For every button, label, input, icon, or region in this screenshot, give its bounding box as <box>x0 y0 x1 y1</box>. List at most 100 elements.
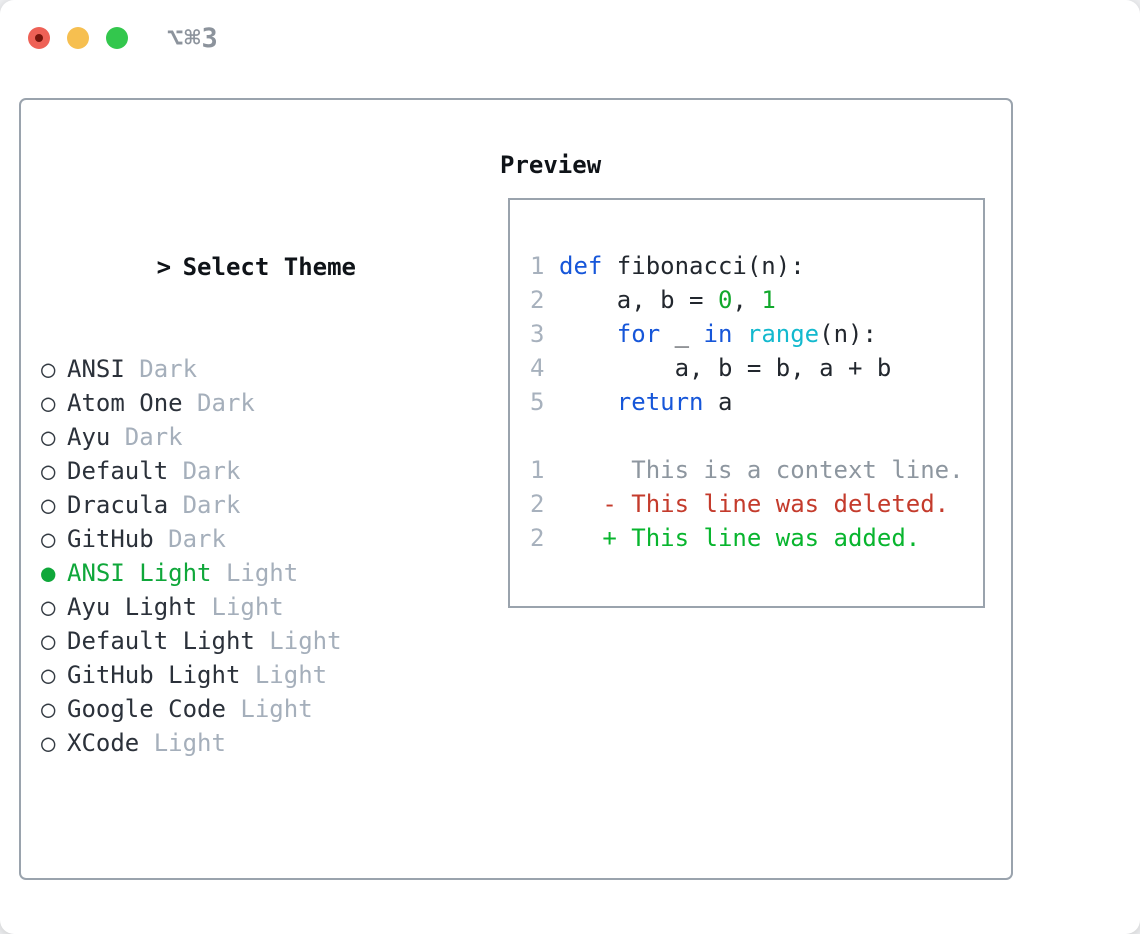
code-token-kw: in <box>703 320 733 348</box>
theme-option-dracula[interactable]: ○ Dracula Dark <box>41 488 473 522</box>
radio-unselected-icon: ○ <box>41 661 56 689</box>
line-number: 5 <box>530 388 545 416</box>
theme-variant: Dark <box>182 389 255 417</box>
code-line: 1 This is a context line. <box>530 453 983 487</box>
theme-variant: Light <box>240 661 328 689</box>
theme-variant: Light <box>139 729 226 757</box>
theme-list: ○ ANSI Dark ○ Atom One Dark ○ Ayu Dark ○ Defaul… <box>41 352 473 760</box>
theme-option-ayu-light[interactable]: ○ Ayu Light Light <box>41 590 473 624</box>
line-number: 2 <box>530 490 545 518</box>
theme-option-ansi-light[interactable]: ● ANSI Light Light <box>41 556 473 590</box>
radio-unselected-icon: ○ <box>41 627 56 655</box>
theme-variant: Dark <box>153 525 226 553</box>
zoom-button[interactable] <box>106 27 128 49</box>
code-line: 3 for _ in range(n): <box>530 317 983 351</box>
theme-name: Google Code <box>67 695 226 723</box>
close-dot-icon <box>35 34 43 42</box>
theme-variant: Dark <box>168 491 241 519</box>
code-token-kw: for <box>616 320 661 348</box>
line-number: 1 <box>530 456 545 484</box>
theme-variant: Light <box>197 593 284 621</box>
radio-unselected-icon: ○ <box>41 457 56 485</box>
theme-option-atom-one[interactable]: ○ Atom One Dark <box>41 386 473 420</box>
radio-unselected-icon: ○ <box>41 525 56 553</box>
preview-header: Preview <box>500 151 602 179</box>
code-line: 2 - This line was deleted. <box>530 487 983 521</box>
select-theme-header: > Select Theme <box>41 216 473 281</box>
line-number: 2 <box>530 524 545 552</box>
radio-unselected-icon: ○ <box>41 355 56 383</box>
theme-name: Default Light <box>67 627 255 655</box>
line-number: 2 <box>530 286 545 314</box>
radio-unselected-icon: ○ <box>41 389 56 417</box>
line-number: 4 <box>530 354 545 382</box>
code-token-kw: return <box>616 388 704 416</box>
code-token-fg: fibonacci(n): <box>602 252 805 280</box>
select-theme-title: Select Theme <box>182 253 356 281</box>
code-token-fg <box>732 320 746 348</box>
code-token-fg: a, b = <box>559 286 718 314</box>
theme-name: GitHub Light <box>67 661 241 689</box>
theme-option-default[interactable]: ○ Default Dark <box>41 454 473 488</box>
theme-variant: Light <box>211 559 299 587</box>
code-line: 2 a, b = 0, 1 <box>530 283 983 317</box>
cursor-icon: > <box>156 253 172 281</box>
code-line: 4 a, b = b, a + b <box>530 351 983 385</box>
radio-selected-icon: ● <box>41 559 56 587</box>
line-number: 3 <box>530 320 545 348</box>
radio-unselected-icon: ○ <box>41 593 56 621</box>
code-token-kw: def <box>559 252 603 280</box>
radio-unselected-icon: ○ <box>41 423 56 451</box>
code-token-fg: _ <box>660 320 704 348</box>
code-token-fg: (n): <box>819 320 877 348</box>
line-number: 1 <box>530 252 545 280</box>
code-line: 2 + This line was added. <box>530 521 983 555</box>
code-line <box>530 419 983 453</box>
close-button[interactable] <box>28 27 50 49</box>
code-token-add: + This line was added. <box>559 524 921 552</box>
theme-option-ayu[interactable]: ○ Ayu Dark <box>41 420 473 454</box>
theme-variant: Dark <box>110 423 183 451</box>
theme-option-github[interactable]: ○ GitHub Dark <box>41 522 473 556</box>
theme-option-google-code[interactable]: ○ Google Code Light <box>41 692 473 726</box>
theme-variant: Dark <box>124 355 198 383</box>
code-token-builtin: range <box>746 320 820 348</box>
theme-name: Atom One <box>67 389 183 417</box>
theme-option-xcode[interactable]: ○ XCode Light <box>41 726 473 760</box>
code-token-num: 1 <box>761 286 776 314</box>
theme-variant: Dark <box>168 457 241 485</box>
code-line: 1 def fibonacci(n): <box>530 249 983 283</box>
keyboard-shortcut-label: ⌥⌘3 <box>167 23 219 54</box>
code-token-num: 0 <box>717 286 733 314</box>
code-token-fg: a <box>703 388 733 416</box>
theme-name: Dracula <box>67 491 169 519</box>
theme-name: ANSI Light <box>67 559 212 587</box>
radio-unselected-icon: ○ <box>41 491 56 519</box>
theme-name: GitHub <box>67 525 154 553</box>
theme-name: Default <box>67 457 169 485</box>
theme-variant: Light <box>254 627 342 655</box>
code-token-fg <box>559 320 617 348</box>
code-token-del: - This line was deleted. <box>559 490 950 518</box>
theme-name: Ayu Light <box>67 593 198 621</box>
theme-option-github-light[interactable]: ○ GitHub Light Light <box>41 658 473 692</box>
code-token-fg: , <box>732 286 762 314</box>
code-line: 5 return a <box>530 385 983 419</box>
theme-variant: Light <box>225 695 313 723</box>
theme-column: > Select Theme ○ ANSI Dark ○ Atom One Dark ○ A… <box>41 148 473 934</box>
theme-option-default-light[interactable]: ○ Default Light Light <box>41 624 473 658</box>
code-token-fg <box>559 388 617 416</box>
radio-unselected-icon: ○ <box>41 729 56 757</box>
minimize-button[interactable] <box>67 27 89 49</box>
theme-name: XCode <box>67 729 140 757</box>
theme-picker-panel: > Select Theme ○ ANSI Dark ○ Atom One Dark ○ A… <box>19 98 1013 880</box>
code-token-fg: a, b = b, a + b <box>559 354 892 382</box>
code-token-ctx: This is a context line. <box>559 456 964 484</box>
theme-name: ANSI <box>67 355 125 383</box>
theme-name: Ayu <box>67 423 111 451</box>
theme-option-ansi[interactable]: ○ ANSI Dark <box>41 352 473 386</box>
radio-unselected-icon: ○ <box>41 695 56 723</box>
